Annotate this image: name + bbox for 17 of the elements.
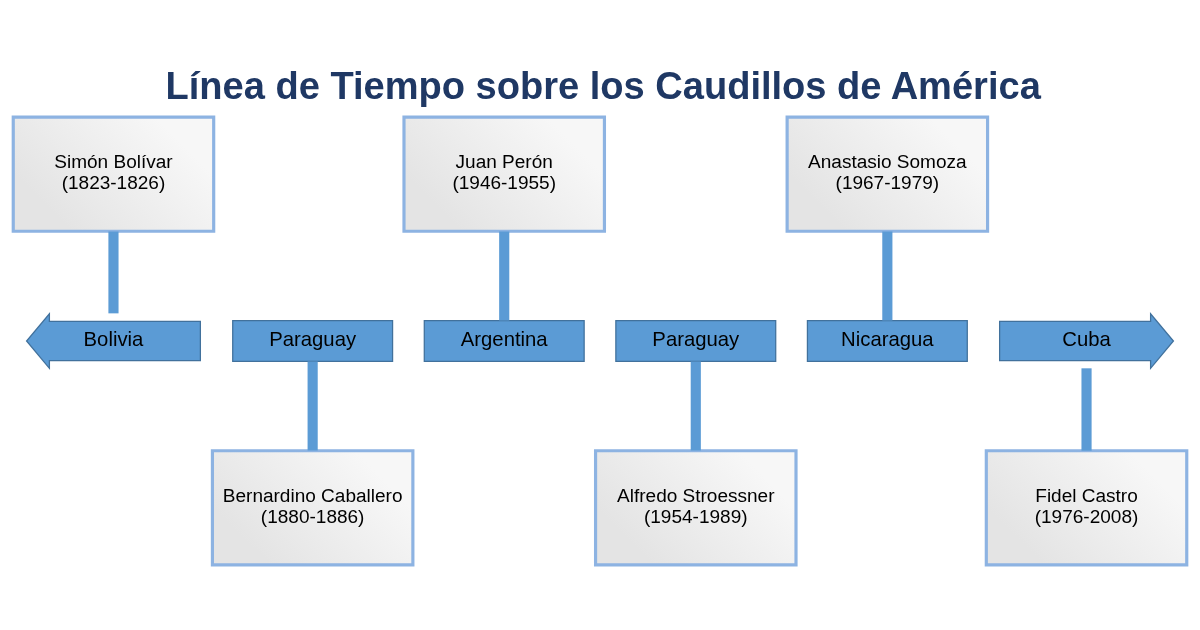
node-box: Anastasio Somoza (1967-1979) <box>785 115 990 233</box>
connector <box>690 361 701 451</box>
connector <box>882 231 893 321</box>
node-box: Bernardino Caballero (1880-1886) <box>210 449 415 567</box>
node-box: Alfredo Stroessner (1954-1989) <box>593 449 798 567</box>
diagram-title: Línea de Tiempo sobre los Caudillos de América <box>165 65 1041 108</box>
node-box: Argentina <box>423 320 585 362</box>
connector <box>1081 368 1092 451</box>
node-box: Paraguay <box>232 320 394 362</box>
node-box: Fidel Castro (1976-2008) <box>984 449 1189 567</box>
node-box: Simón Bolívar (1823-1826) <box>11 115 216 233</box>
connector <box>307 361 318 451</box>
node-box: Nicaragua <box>806 320 968 362</box>
node-box: Paraguay <box>615 320 777 362</box>
node-box: Juan Perón (1946-1955) <box>402 115 607 233</box>
connector <box>108 231 119 314</box>
connector <box>499 231 510 321</box>
